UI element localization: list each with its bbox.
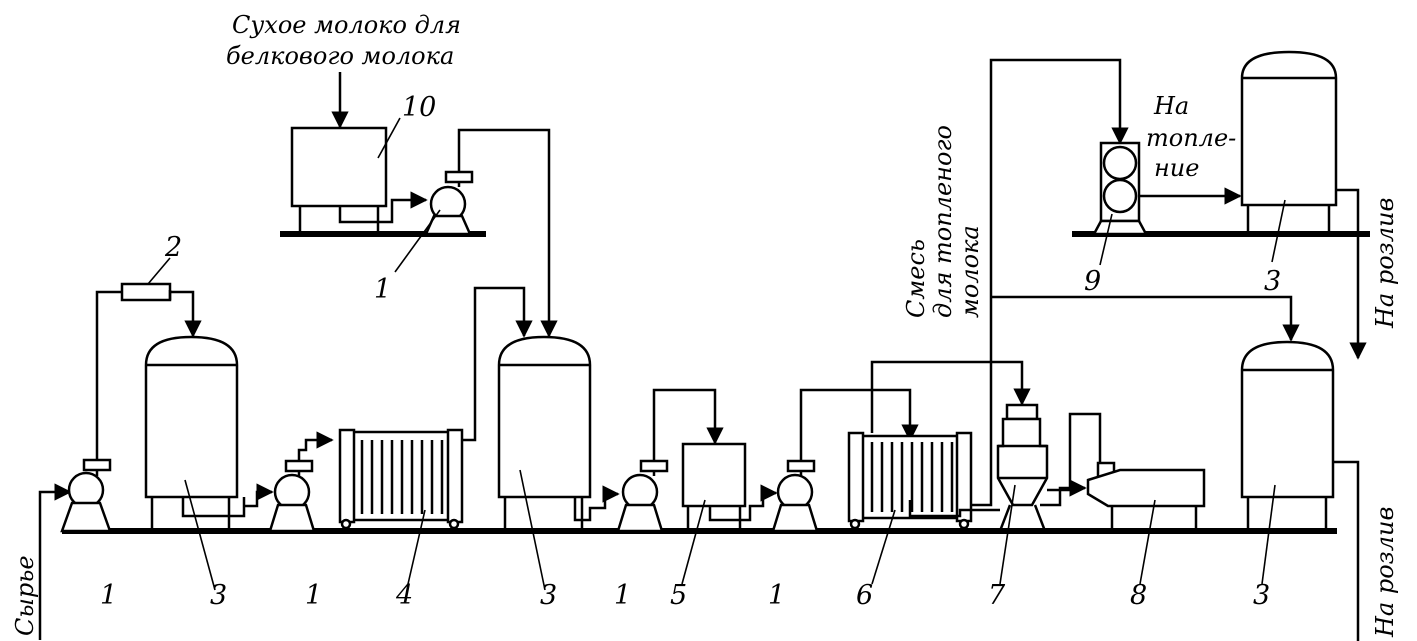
- label-pump-1e: 1: [374, 274, 391, 305]
- label-dry-milk-line2: белкового молока: [226, 42, 454, 70]
- unit-9: [1091, 141, 1149, 236]
- bottling-lower-outlet: [1333, 460, 1360, 641]
- label-pump-1d: 1: [768, 580, 785, 611]
- label-bottling-lower: На розлив: [1371, 507, 1399, 638]
- label-tank-3b: 3: [540, 580, 557, 611]
- label-tank-3a: 3: [210, 580, 227, 611]
- mixer-10: [290, 126, 388, 234]
- filter-2: [120, 282, 172, 302]
- label-unit-9: 9: [1084, 266, 1101, 297]
- plate-exchanger-4: [338, 428, 464, 530]
- bottling-upper-outlet: [1336, 188, 1367, 360]
- label-exchanger-6: 6: [856, 580, 873, 611]
- pump-1d: [771, 459, 819, 533]
- label-pump-1b: 1: [305, 580, 322, 611]
- label-pump-1a: 1: [100, 580, 117, 611]
- label-to-baking-line2: топле-: [1146, 124, 1236, 152]
- label-raw: Сырье: [11, 555, 39, 636]
- label-unit-8: 8: [1130, 580, 1147, 611]
- label-exchanger-4: 4: [395, 580, 413, 611]
- label-baked-mix-line3: молока: [956, 225, 984, 318]
- pump-1e: [424, 170, 474, 236]
- tank-3c: [1240, 340, 1335, 531]
- label-baked-mix-line1: Смесь: [902, 239, 930, 318]
- label-tank-3c: 3: [1253, 580, 1270, 611]
- unit-5: [681, 442, 747, 531]
- raw-inlet-line: [38, 483, 72, 640]
- label-to-baking-line1: На: [1153, 92, 1189, 120]
- label-baked-mix-line2: для топленого: [929, 125, 957, 318]
- pump-1c: [616, 459, 669, 533]
- tank-3d: [1240, 50, 1338, 234]
- label-to-baking-line3: ние: [1154, 154, 1199, 182]
- label-mixer-10: 10: [402, 92, 436, 123]
- pump-1a: [60, 458, 112, 533]
- label-filter-2: 2: [164, 232, 182, 263]
- tank-3a: [144, 335, 239, 531]
- label-unit-5: 5: [670, 580, 687, 611]
- tank-3b: [497, 335, 592, 531]
- label-pump-1c: 1: [614, 580, 631, 611]
- label-dry-milk-line1: Сухое молоко для: [232, 11, 461, 39]
- plate-exchanger-6: [847, 431, 973, 530]
- label-bottling-upper: На розлив: [1371, 198, 1399, 329]
- label-tank-3d: 3: [1264, 266, 1281, 297]
- baked-mix-line: [971, 58, 1129, 507]
- unit-8: [1086, 461, 1206, 531]
- homogenizer-7: [996, 403, 1049, 532]
- label-homogenizer-7: 7: [988, 580, 1006, 611]
- pump-1b: [268, 459, 316, 533]
